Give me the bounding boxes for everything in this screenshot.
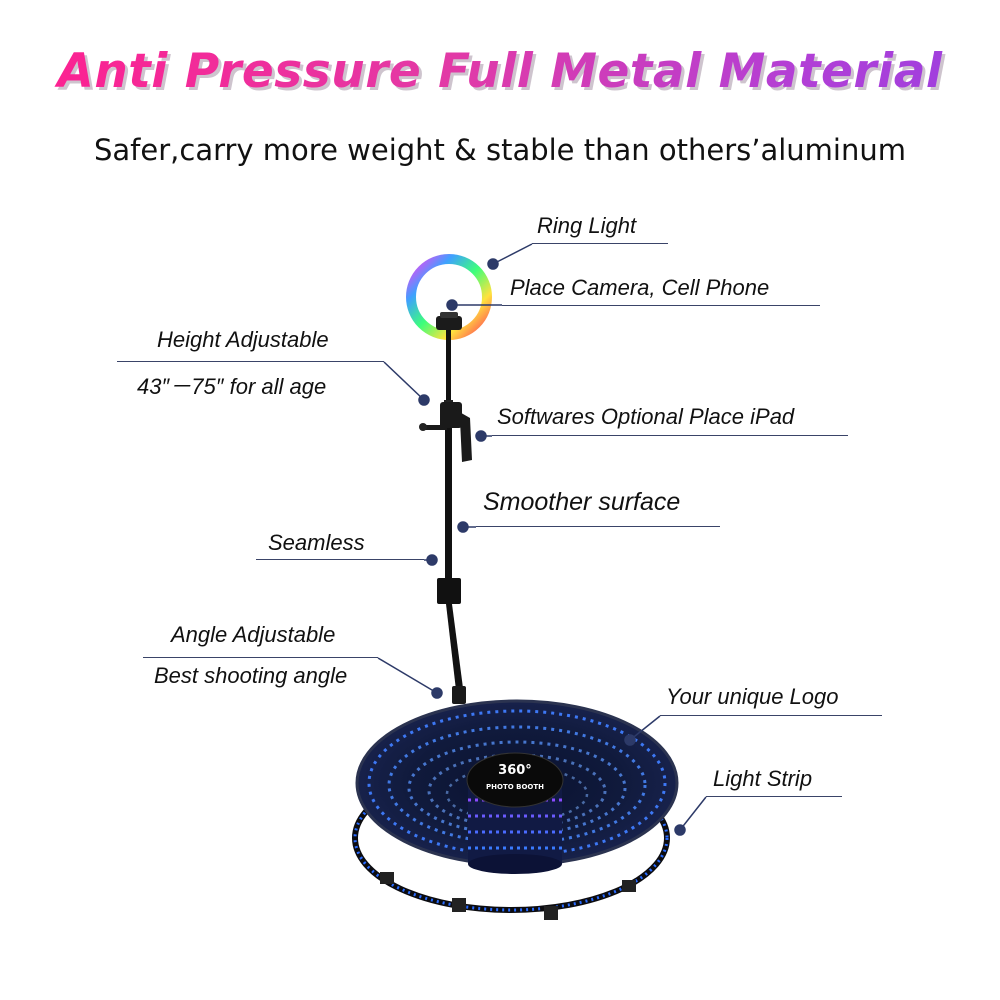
callout-smoother-surface: Smoother surface — [483, 488, 681, 516]
page-subtitle: Safer,carry more weight & stable than ot… — [94, 133, 906, 167]
callout-softwares: Softwares Optional Place iPad — [497, 404, 795, 429]
rotating-platform — [352, 699, 679, 920]
callout-angle-adjustable: Angle Adjustable — [171, 622, 336, 647]
callout-angle-adjustable-underline — [143, 657, 378, 659]
callout-height-range: 43″－75″ for all age — [137, 374, 327, 399]
callout-best-angle: Best shooting angle — [154, 663, 348, 688]
callout-height-adjustable-underline — [117, 361, 384, 363]
callout-softwares-underline — [492, 435, 848, 437]
callout-ring-light-underline — [532, 243, 668, 245]
callout-place-camera: Place Camera, Cell Phone — [510, 275, 770, 300]
callout-smoother-underline — [476, 526, 720, 528]
callout-seamless-underline — [256, 559, 424, 561]
stand-pole — [419, 330, 472, 704]
callout-leaders — [377, 243, 707, 836]
callout-light-strip: Light Strip — [713, 766, 813, 791]
callout-height-adjustable: Height Adjustable — [157, 327, 329, 352]
callout-seamless: Seamless — [268, 530, 365, 555]
callout-logo-underline — [660, 715, 882, 717]
phone-holder — [436, 312, 462, 330]
page-title-shadow: Anti Pressure Full Metal Material — [3, 47, 1000, 102]
page-title: Anti Pressure Full Metal Material — [0, 44, 1000, 99]
callout-logo: Your unique Logo — [666, 684, 839, 709]
logo-badge-number: 360° — [498, 763, 532, 778]
logo-badge-text: PHOTO BOOTH — [486, 783, 544, 791]
callout-light-strip-underline — [706, 796, 842, 798]
callout-ring-light: Ring Light — [537, 213, 637, 238]
callout-place-camera-underline — [502, 305, 820, 307]
